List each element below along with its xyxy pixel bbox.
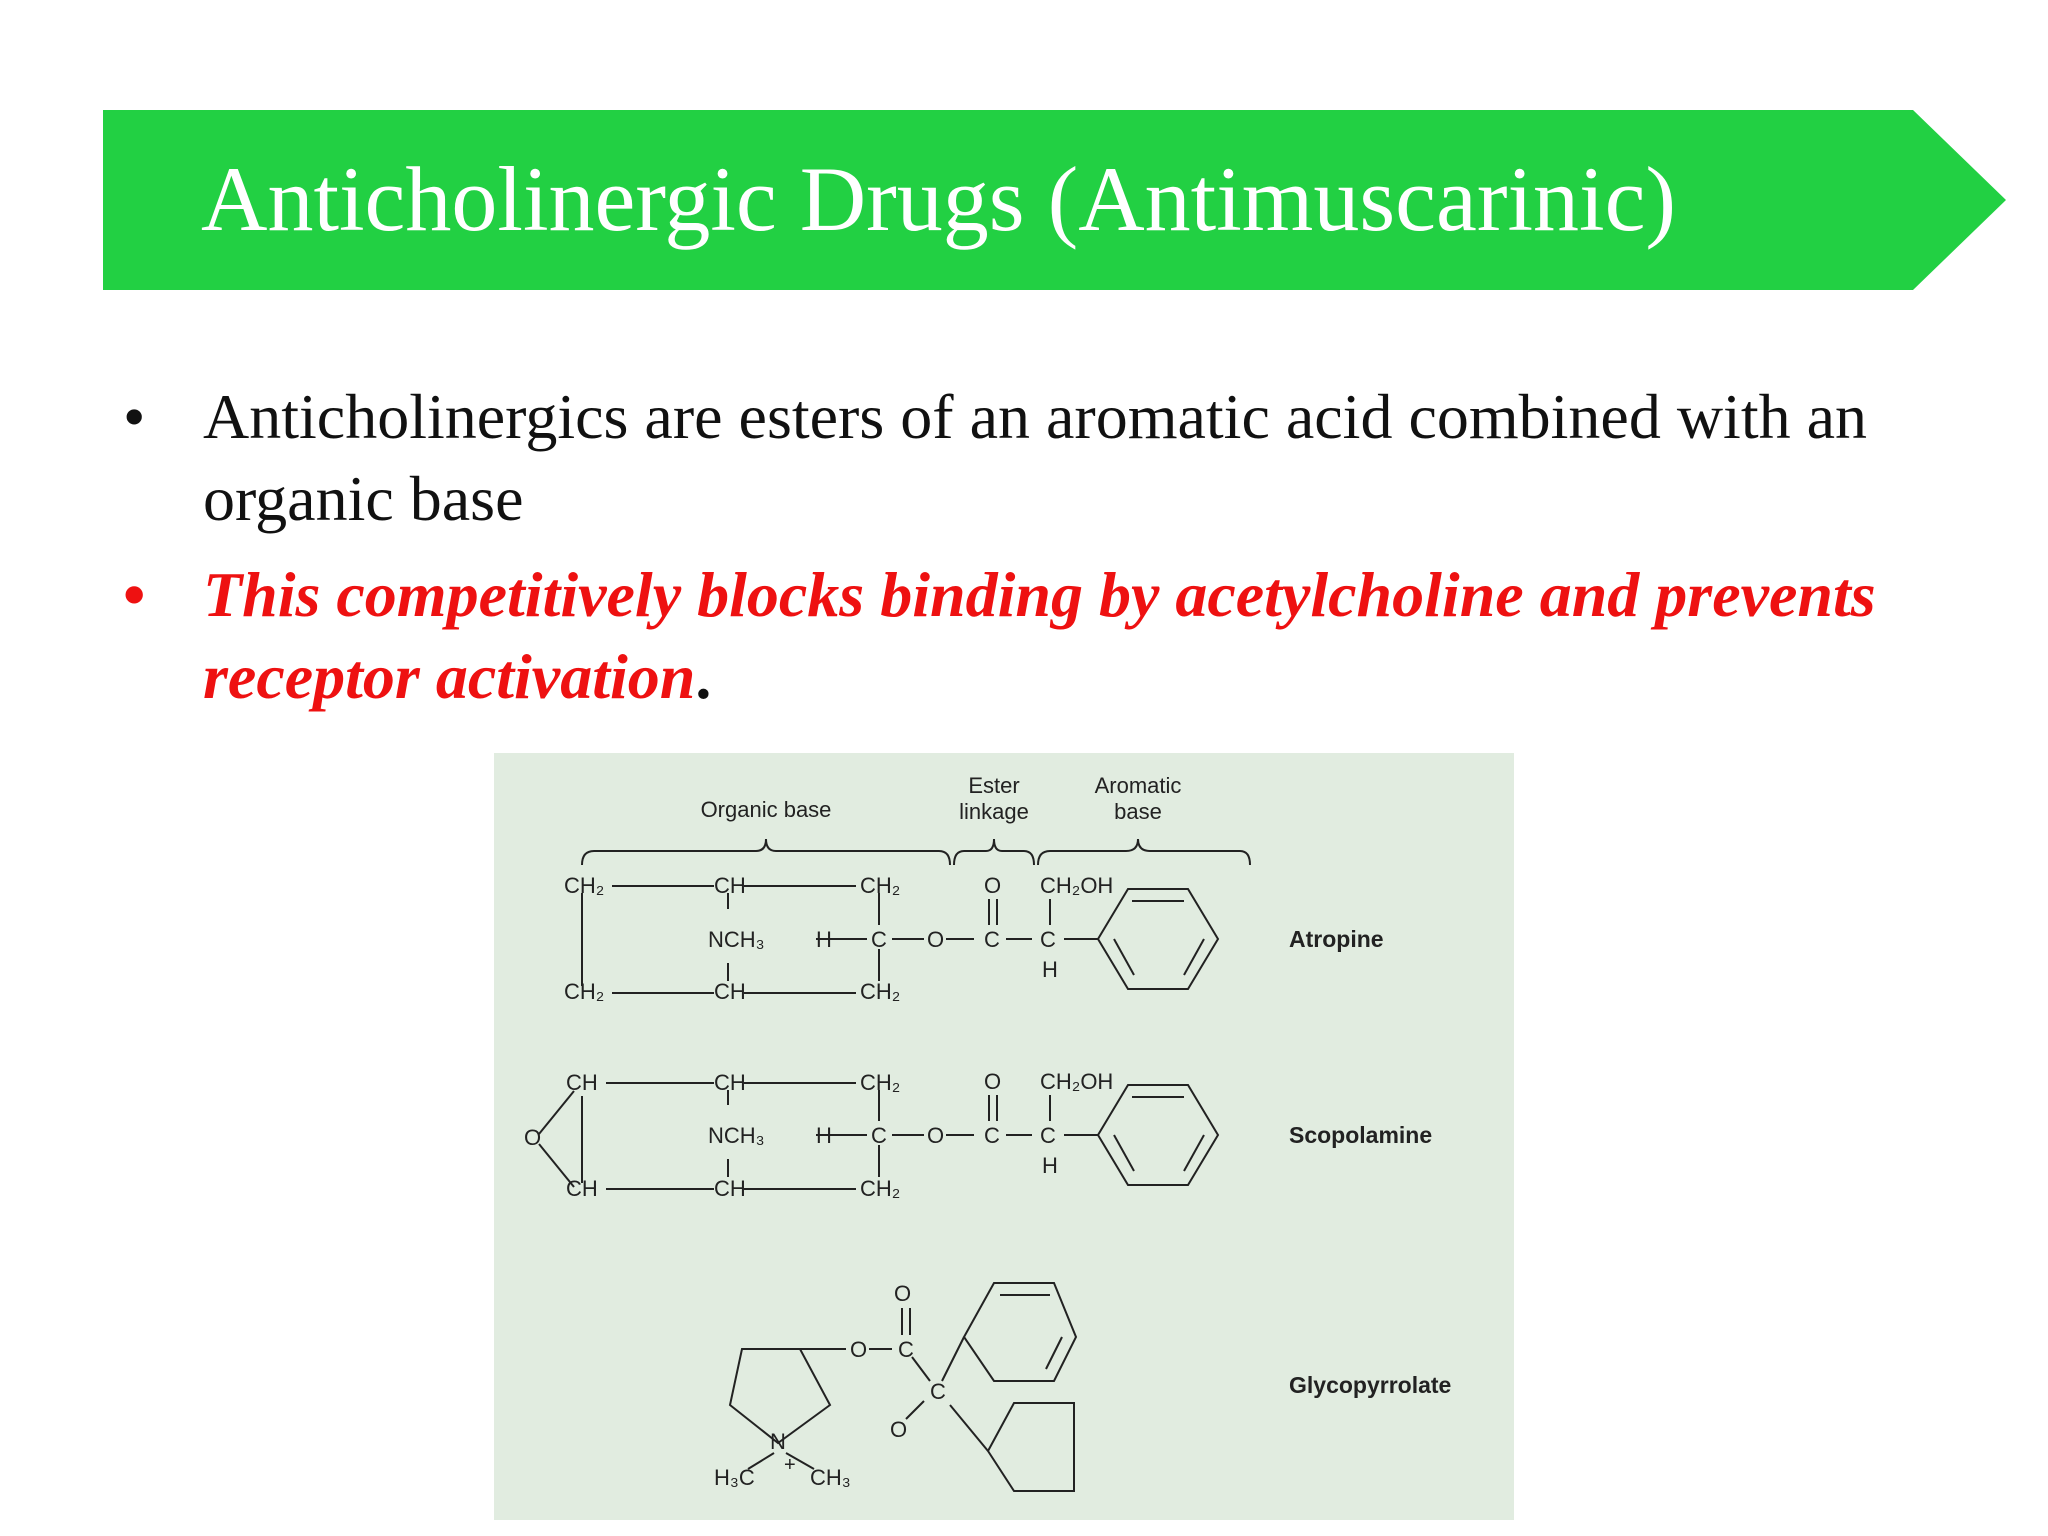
atom-h3c: H₃C: [714, 1465, 755, 1490]
atom-c: C: [984, 927, 1000, 952]
atom-ch: CH: [714, 873, 746, 898]
atom-nch3: NCH₃: [708, 1123, 765, 1148]
label-ester-2: linkage: [959, 799, 1029, 824]
glycopyrrolate-structure: O C O C O N + H₃C CH₃ Glycopyrrolate: [714, 1281, 1451, 1492]
atom-c: C: [871, 927, 887, 952]
label-aromatic-2: base: [1114, 799, 1162, 824]
atom-c: C: [984, 1123, 1000, 1148]
banner-arrow-shape: [103, 110, 2006, 290]
atom-o: O: [890, 1417, 907, 1442]
atom-o: O: [524, 1125, 541, 1150]
name-atropine: Atropine: [1289, 926, 1384, 952]
atom-ch2: CH₂: [564, 979, 604, 1004]
atom-h: H: [816, 1123, 832, 1148]
atom-c: C: [1040, 927, 1056, 952]
atom-ch2: CH₂: [860, 979, 900, 1004]
atom-ch: CH: [714, 1176, 746, 1201]
bullet-item: • Anticholinergics are esters of an arom…: [115, 376, 1995, 540]
atropine-structure: CH₂ CH₂ CH CH NCH₃ CH₂ CH₂ H C O O C C H…: [564, 873, 1384, 1004]
atom-ch3: CH₃: [810, 1465, 851, 1490]
slide-title: Anticholinergic Drugs (Antimuscarinic): [201, 148, 1677, 250]
atom-h: H: [1042, 1153, 1058, 1178]
atom-n: N: [770, 1429, 786, 1454]
atom-ch: CH: [714, 1070, 746, 1095]
bullet-item-highlight: • This competitively blocks binding by a…: [115, 554, 1995, 718]
atom-h: H: [1042, 957, 1058, 982]
structure-figure: Organic base Ester linkage Aromatic base: [494, 753, 1514, 1520]
atom-ch: CH: [566, 1070, 598, 1095]
header-braces: [581, 838, 1251, 866]
atom-ch2: CH₂: [860, 1070, 900, 1095]
atom-plus: +: [784, 1454, 796, 1476]
atom-o: O: [984, 1069, 1001, 1094]
atom-c: C: [898, 1337, 914, 1362]
atom-c: C: [930, 1379, 946, 1404]
atom-o: O: [927, 927, 944, 952]
atom-ch2oh: CH₂OH: [1040, 873, 1113, 898]
scopolamine-structure: O CH CH CH CH NCH₃ CH₂ CH₂ H C O O C C H…: [524, 1069, 1432, 1201]
atom-o: O: [850, 1337, 867, 1362]
atom-c: C: [871, 1123, 887, 1148]
atom-ch2: CH₂: [860, 1176, 900, 1201]
bullet-text: Anticholinergics are esters of an aromat…: [203, 381, 1867, 534]
label-aromatic-1: Aromatic: [1095, 773, 1182, 798]
atom-o: O: [927, 1123, 944, 1148]
bullet-dot: •: [123, 381, 146, 452]
bullet-list: • Anticholinergics are esters of an arom…: [115, 376, 1995, 732]
atom-ch2oh: CH₂OH: [1040, 1069, 1113, 1094]
atom-ch: CH: [714, 979, 746, 1004]
title-banner: Anticholinergic Drugs (Antimuscarinic): [103, 110, 2006, 290]
name-scopolamine: Scopolamine: [1289, 1122, 1432, 1148]
atom-ch: CH: [566, 1176, 598, 1201]
atom-c: C: [1040, 1123, 1056, 1148]
chemical-structures: Organic base Ester linkage Aromatic base: [524, 773, 1451, 1492]
atom-ch2: CH₂: [860, 873, 900, 898]
atom-o: O: [894, 1281, 911, 1306]
atom-ch2: CH₂: [564, 873, 604, 898]
bullet-dot: •: [123, 559, 146, 630]
bullet-text: This competitively blocks binding by ace…: [203, 559, 1876, 712]
name-glycopyrrolate: Glycopyrrolate: [1289, 1372, 1451, 1398]
label-organic-base: Organic base: [701, 797, 832, 822]
atom-nch3: NCH₃: [708, 927, 765, 952]
atom-o: O: [984, 873, 1001, 898]
atom-h: H: [816, 927, 832, 952]
label-ester-1: Ester: [968, 773, 1019, 798]
bullet-trailing-period: .: [695, 641, 712, 712]
